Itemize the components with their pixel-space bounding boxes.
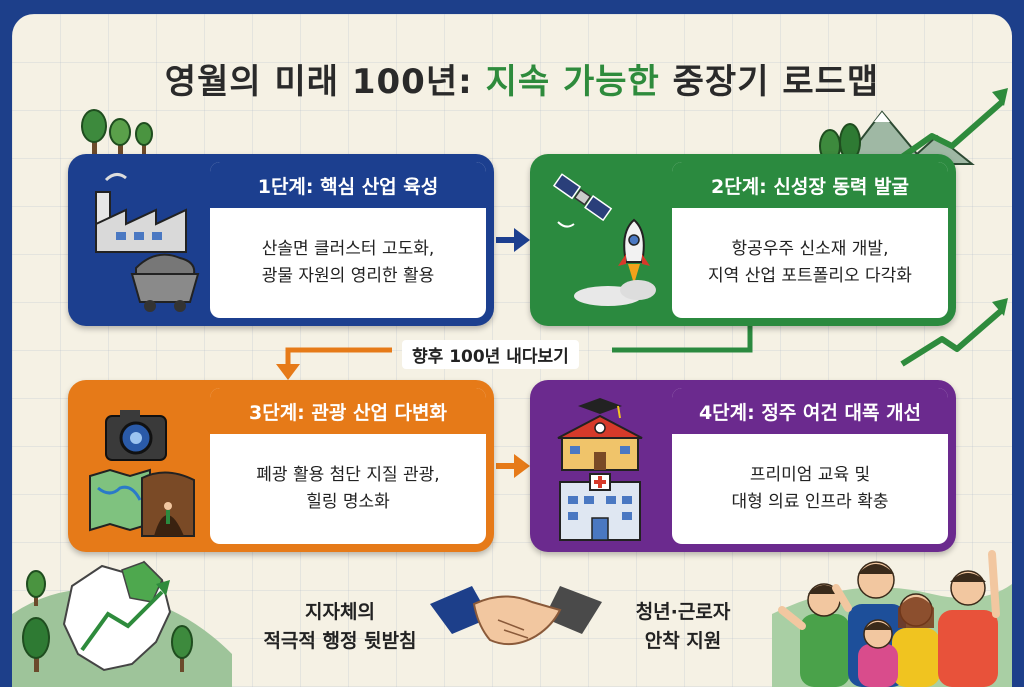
stage-3-line-1: 폐광 활용 첨단 지질 관광, [256,464,440,485]
camera-map-cave-icon [89,410,195,537]
school-hospital-icon [557,398,643,541]
stage-3-panel: 3단계: 관광 산업 다변화 폐광 활용 첨단 지질 관광, 힐링 명소화 [210,388,486,544]
stage-1-panel: 1단계: 핵심 산업 육성 산솔면 클러스터 고도화, 광물 자원의 영리한 활용 [210,162,486,318]
admin-support-caption: 지자체의 적극적 행정 뒷받침 [240,598,440,655]
satellite-rocket-icon [552,173,656,306]
settlement-support-line-1: 청년·근로자 [635,601,731,623]
settlement-support-caption: 청년·근로자 안착 지원 [608,598,758,655]
title-part-3: 중장기 로드맵 [672,62,880,102]
people-group-icon [778,550,1000,687]
stage-1-line-1: 산솔면 클러스터 고도화, [261,238,435,259]
stage-1-description: 산솔면 클러스터 고도화, 광물 자원의 영리한 활용 [210,208,486,318]
stage-3-card: 3단계: 관광 산업 다변화 폐광 활용 첨단 지질 관광, 힐링 명소화 [68,380,494,552]
factory-mine-cart-icon [95,173,200,312]
arrow-right-icon [496,454,530,478]
settlement-support-line-2: 안착 지원 [644,629,722,652]
stage-2-description: 항공우주 신소재 개발, 지역 산업 포트폴리오 다각화 [672,208,948,318]
title-part-1: 영월의 미래 100년: [164,62,473,102]
stage-4-line-1: 프리미엄 교육 및 [749,464,871,485]
title-part-2: 지속 가능한 [485,62,660,102]
stage-1-card: 1단계: 핵심 산업 육성 산솔면 클러스터 고도화, 광물 자원의 영리한 활용 [68,154,494,326]
admin-support-line-1: 지자체의 [305,601,375,623]
page-title: 영월의 미래 100년: 지속 가능한 중장기 로드맵 [72,54,972,103]
arrow-right-icon [496,228,530,252]
stage-4-heading: 4단계: 정주 여건 대폭 개선 [672,388,948,434]
stage-1-heading: 1단계: 핵심 산업 육성 [210,162,486,208]
connector-path [276,326,753,380]
stage-2-panel: 2단계: 신성장 동력 발굴 항공우주 신소재 개발, 지역 산업 포트폴리오 다… [672,162,948,318]
stage-3-description: 폐광 활용 첨단 지질 관광, 힐링 명소화 [210,434,486,544]
stage-2-card: 2단계: 신성장 동력 발굴 항공우주 신소재 개발, 지역 산업 포트폴리오 다… [530,154,956,326]
growth-arrow-icon [890,88,1008,167]
stage-2-heading: 2단계: 신성장 동력 발굴 [672,162,948,208]
admin-support-line-2: 적극적 행정 뒷받침 [263,629,417,652]
connector-label: 향후 100년 내다보기 [402,340,579,369]
tree-icon [22,570,193,672]
roadmap-poster: 영월의 미래 100년: 지속 가능한 중장기 로드맵 향후 100년 내다보기 [12,14,1012,687]
region-map-icon [62,560,172,672]
stage-4-line-2: 대형 의료 인프라 확충 [731,492,889,512]
flow-connectors [276,228,753,478]
tree-icon [81,109,153,154]
stage-2-line-1: 항공우주 신소재 개발, [731,238,889,259]
stage-2-line-2: 지역 산업 포트폴리오 다각화 [708,266,912,286]
handshake-icon [430,586,602,646]
stage-3-heading: 3단계: 관광 산업 다변화 [210,388,486,434]
growth-arrow-icon [900,298,1008,367]
stage-3-line-2: 힐링 명소화 [306,492,390,512]
stage-1-line-2: 광물 자원의 영리한 활용 [261,266,435,286]
mountain-icon [819,110,975,165]
background-scenery [12,88,1012,687]
